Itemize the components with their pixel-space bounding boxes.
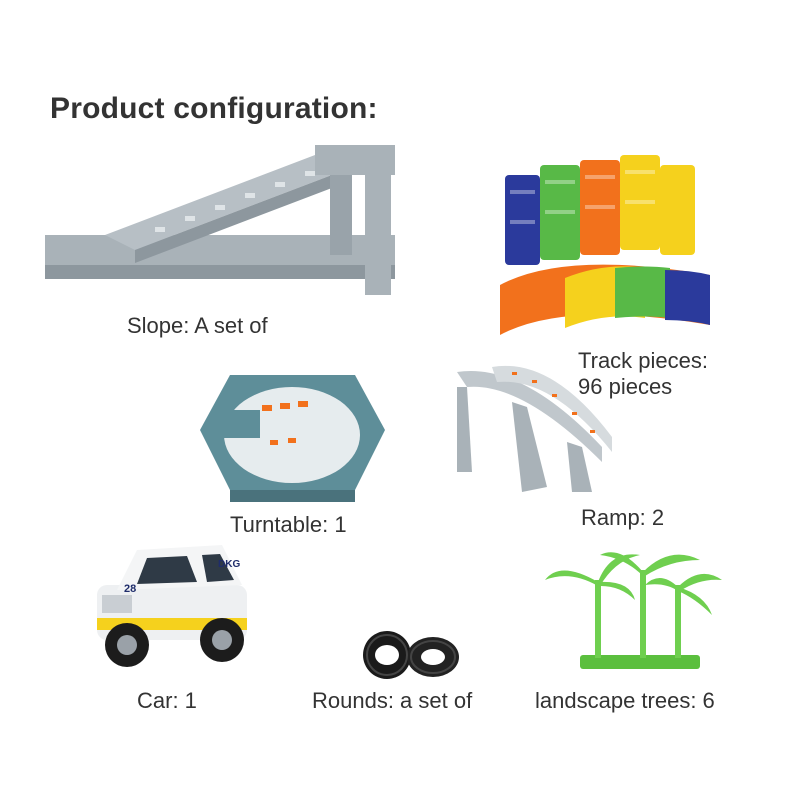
ramp-icon <box>457 365 612 492</box>
turntable-icon <box>200 375 385 502</box>
track-pieces-label-line1: Track pieces: <box>578 348 709 373</box>
car-icon: 28 DKG <box>97 545 247 667</box>
turntable-label: Turntable: 1 <box>230 512 347 537</box>
ramp-label: Ramp: 2 <box>581 505 665 530</box>
car-number: 28 <box>124 583 136 595</box>
car-label: Car: 1 <box>137 688 197 713</box>
trees-label: landscape trees: 6 <box>535 688 715 713</box>
tires-icon <box>363 631 459 679</box>
page-title: Product configuration: <box>50 92 378 125</box>
slope-ramp-icon <box>45 145 395 295</box>
palm-tree-icon <box>545 552 722 669</box>
slope-label: Slope: A set of <box>127 313 268 338</box>
track-pieces-icon <box>500 155 710 335</box>
tires-label: Rounds: a set of <box>312 688 473 713</box>
track-pieces-label-line2: 96 pieces <box>578 374 673 399</box>
car-brand: DKG <box>218 559 240 570</box>
